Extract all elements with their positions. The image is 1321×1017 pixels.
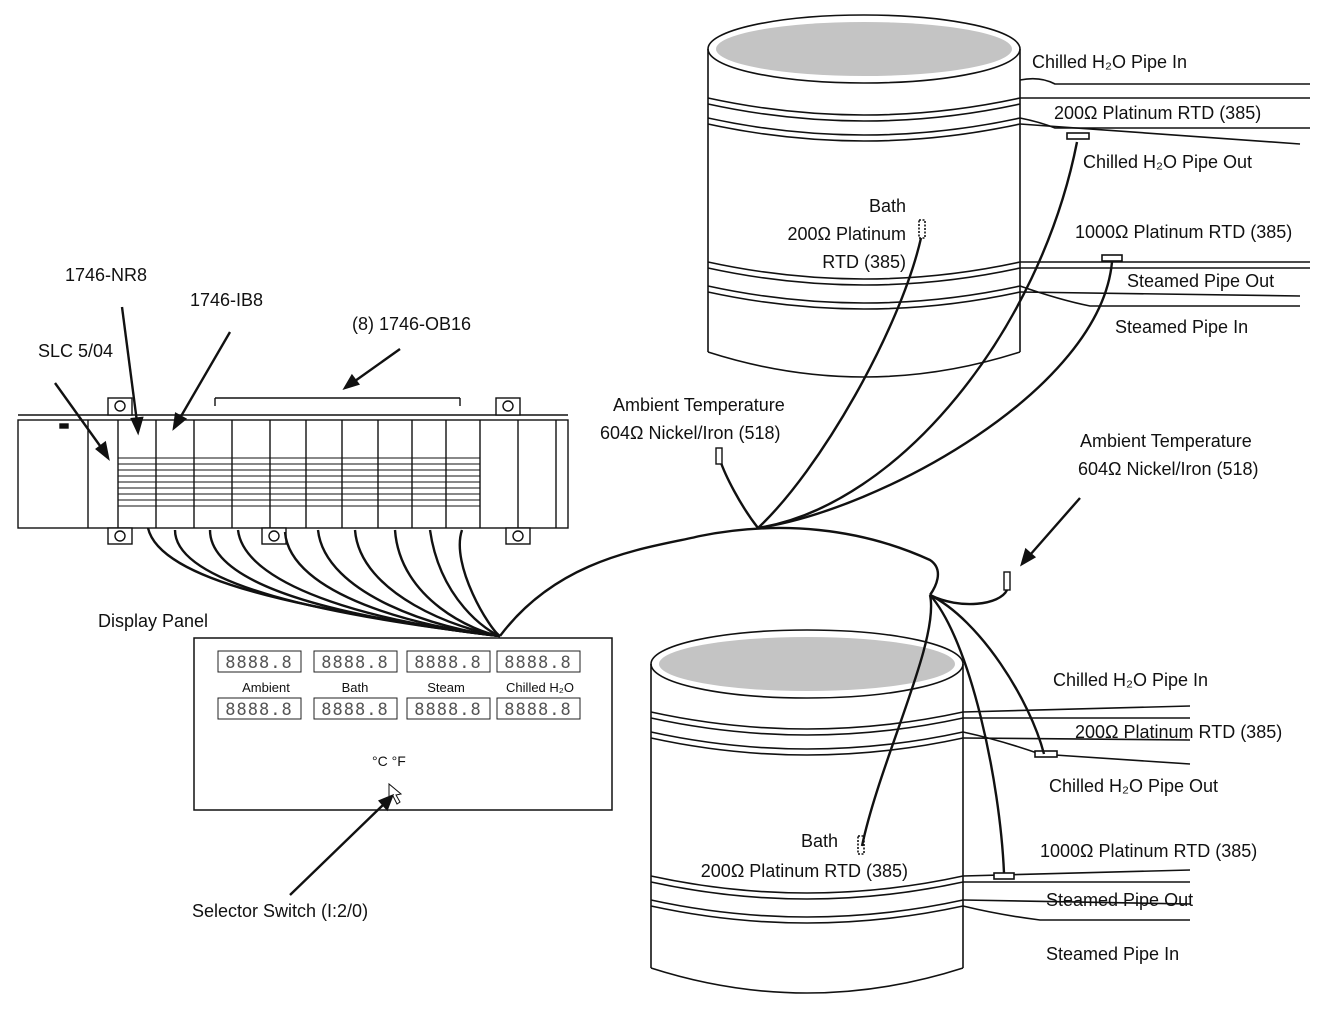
plc-chassis (17, 397, 569, 545)
display-panel-label: Display Panel (98, 611, 208, 631)
top-tank (707, 14, 1310, 378)
bottom-bath-line2: 200Ω Platinum RTD (385) (701, 861, 908, 881)
top-bath-line1: Bath (869, 196, 906, 216)
bottom-chilled-in-label: Chilled H₂O Pipe In (1053, 670, 1208, 690)
channel-label-chilled: Chilled H₂O (506, 680, 574, 695)
top-bath-line2: 200Ω Platinum (787, 224, 906, 244)
ambient-1-line1: Ambient Temperature (613, 395, 785, 415)
bottom-steam-out-label: Steamed Pipe Out (1046, 890, 1193, 910)
display-panel: 8888.8 8888.8 8888.8 8888.8 8888.8 8888.… (193, 637, 613, 811)
leader-arrows (54, 306, 1081, 896)
steam-display-upper: 8888.8 (414, 653, 481, 673)
bath-display-lower: 8888.8 (321, 700, 388, 720)
ambient-2-line2: 604Ω Nickel/Iron (518) (1078, 459, 1259, 479)
ambient-sensor-1 (715, 447, 723, 465)
steam-display-lower: 8888.8 (414, 700, 481, 720)
channel-label-ambient: Ambient (242, 680, 290, 695)
slc-label: SLC 5/04 (38, 341, 113, 361)
top-chilled-in-label: Chilled H₂O Pipe In (1032, 52, 1187, 72)
channel-label-bath: Bath (342, 680, 369, 695)
ambient-display-upper: 8888.8 (225, 653, 292, 673)
bath-display-upper: 8888.8 (321, 653, 388, 673)
ambient-2-line1: Ambient Temperature (1080, 431, 1252, 451)
top-bath-line3: RTD (385) (822, 252, 906, 272)
ambient-sensor-2 (1003, 571, 1011, 591)
ob16-label: (8) 1746-OB16 (352, 314, 471, 334)
top-rtd1000-label: 1000Ω Platinum RTD (385) (1075, 222, 1292, 242)
bottom-steam-in-label: Steamed Pipe In (1046, 944, 1179, 964)
top-chilled-out-label: Chilled H₂O Pipe Out (1083, 152, 1252, 172)
bottom-rtd200-label: 200Ω Platinum RTD (385) (1075, 722, 1282, 742)
chilled-display-upper: 8888.8 (504, 653, 571, 673)
ib8-label: 1746-IB8 (190, 290, 263, 310)
bottom-chilled-out-label: Chilled H₂O Pipe Out (1049, 776, 1218, 796)
channel-label-steam: Steam (427, 680, 465, 695)
ambient-1-line2: 604Ω Nickel/Iron (518) (600, 423, 781, 443)
chilled-display-lower: 8888.8 (504, 700, 571, 720)
top-steam-out-label: Steamed Pipe Out (1127, 271, 1274, 291)
bottom-rtd1000-label: 1000Ω Platinum RTD (385) (1040, 841, 1257, 861)
selector-switch-label: Selector Switch (I:2/0) (192, 901, 368, 921)
nr8-label: 1746-NR8 (65, 265, 147, 285)
bottom-bath-line1: Bath (801, 831, 838, 851)
units-switch-label[interactable]: °C °F (372, 753, 406, 769)
top-rtd200-label: 200Ω Platinum RTD (385) (1054, 103, 1261, 123)
bottom-tank (650, 629, 1191, 994)
top-steam-in-label: Steamed Pipe In (1115, 317, 1248, 337)
ambient-display-lower: 8888.8 (225, 700, 292, 720)
cable-bundle (146, 141, 1114, 874)
